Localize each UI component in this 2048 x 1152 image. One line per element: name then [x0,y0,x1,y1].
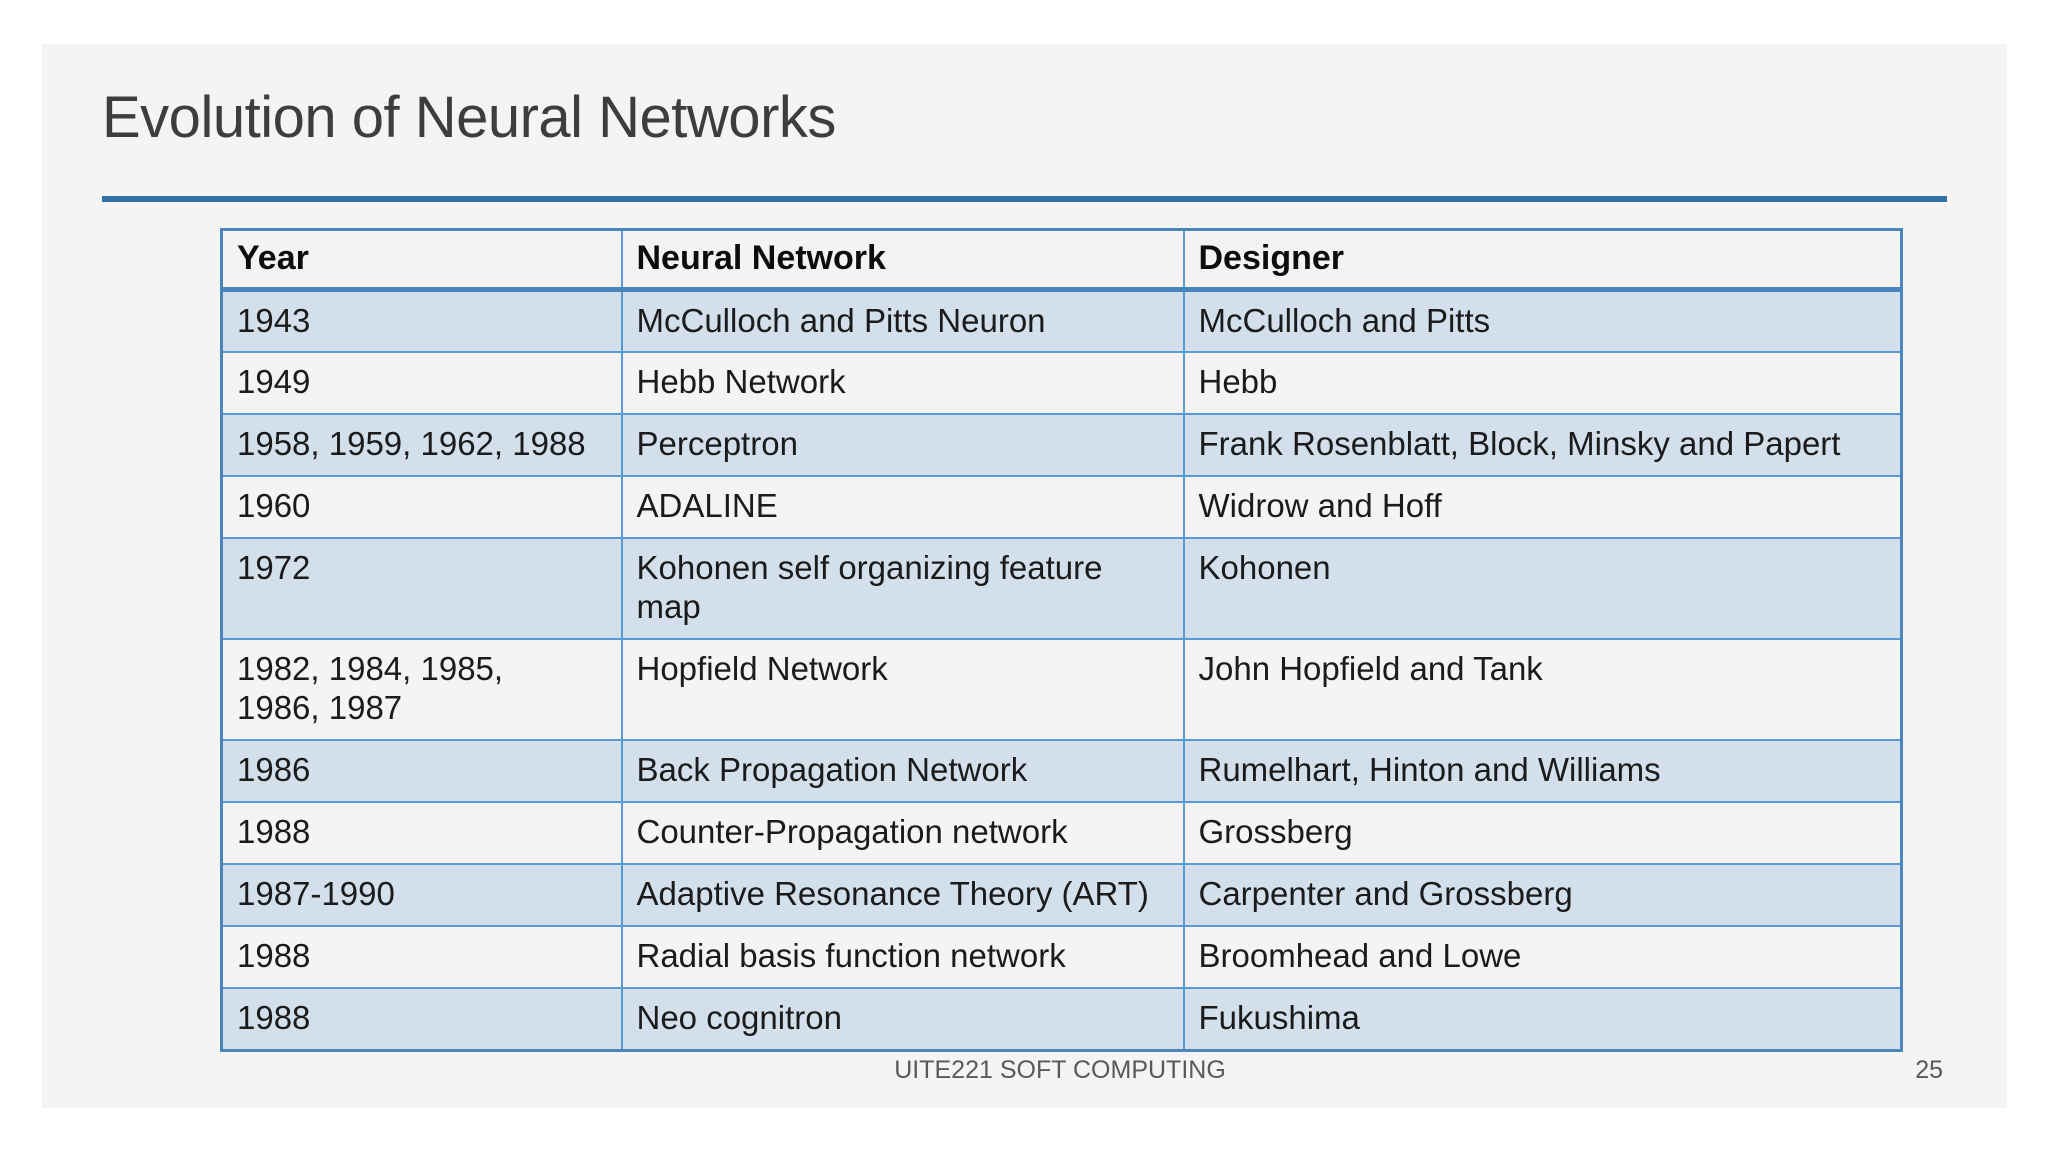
network-cell: Back Propagation Network [620,739,1185,803]
title-underline [102,196,1947,202]
network-cell: Kohonen self organizing feature map [620,537,1185,641]
slide-page-number: 25 [1915,1056,1943,1084]
slide-title: Evolution of Neural Networks [102,85,836,150]
designer-cell: McCulloch and Pitts [1182,287,1903,354]
year-cell: 1988 [220,800,623,865]
designer-cell: John Hopfield and Tank [1182,638,1903,741]
network-cell: Adaptive Resonance Theory (ART) [620,862,1185,927]
year-cell: 1972 [220,537,623,641]
year-cell: 1988 [220,986,623,1052]
network-cell: Neo cognitron [620,986,1185,1052]
designer-cell: Widrow and Hoff [1182,475,1903,540]
network-cell: ADALINE [620,475,1185,540]
network-cell: Hebb Network [620,351,1185,416]
network-cell: Perceptron [620,413,1185,478]
network-cell: Counter-Propagation network [620,800,1185,865]
network-cell: Hopfield Network [620,638,1185,741]
year-cell: 1988 [220,924,623,989]
designer-cell: Kohonen [1182,537,1903,641]
year-cell: 1960 [220,475,623,540]
designer-cell: Carpenter and Grossberg [1182,862,1903,927]
designer-cell: Hebb [1182,351,1903,416]
year-cell: 1986 [220,739,623,803]
year-cell: 1949 [220,351,623,416]
designer-cell: Broomhead and Lowe [1182,924,1903,989]
year-cell: 1958, 1959, 1962, 1988 [220,413,623,478]
network-cell: Radial basis function network [620,924,1185,989]
column-header: Neural Network [620,228,1185,292]
designer-cell: Frank Rosenblatt, Block, Minsky and Pape… [1182,413,1903,478]
footer-course-label: UITE221 SOFT COMPUTING [894,1056,1226,1084]
year-cell: 1982, 1984, 1985, 1986, 1987 [220,638,623,741]
designer-cell: Fukushima [1182,986,1903,1052]
designer-cell: Rumelhart, Hinton and Williams [1182,739,1903,803]
year-cell: 1943 [220,287,623,354]
column-header: Year [220,228,623,292]
network-cell: McCulloch and Pitts Neuron [620,287,1185,354]
column-header: Designer [1182,228,1903,292]
designer-cell: Grossberg [1182,800,1903,865]
year-cell: 1987-1990 [220,862,623,927]
